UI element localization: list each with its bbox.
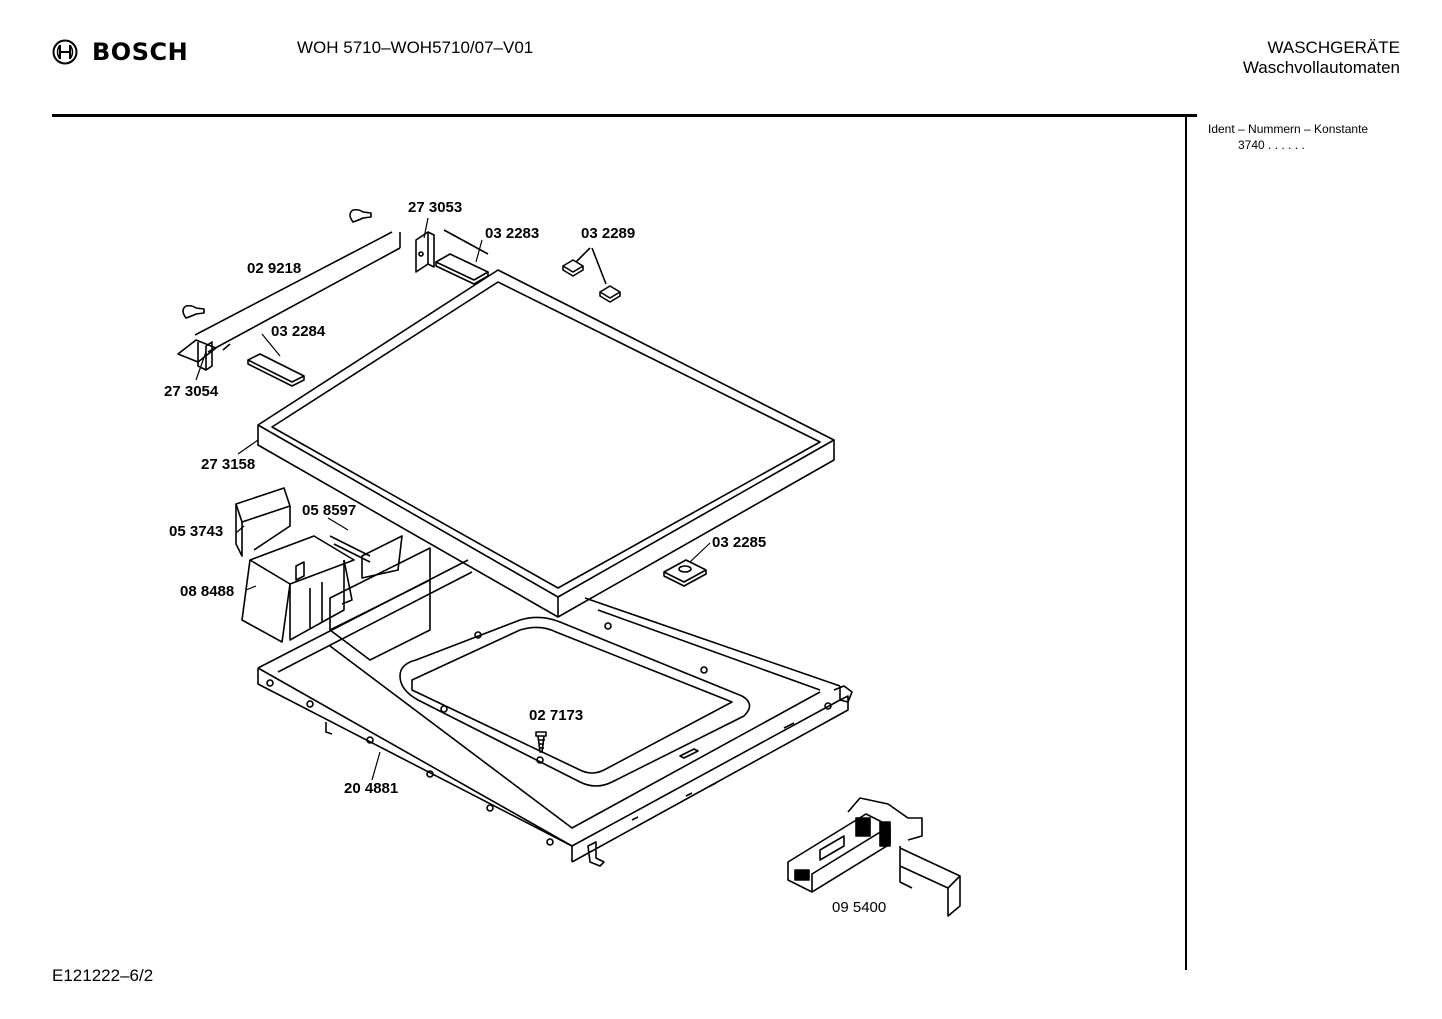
feet-caps [562, 247, 621, 303]
dispenser-cover [235, 487, 291, 557]
part-label-029218: 02 9218 [247, 260, 302, 277]
bosch-armature-icon [52, 39, 78, 65]
part-label-032285: 03 2285 [712, 534, 767, 551]
screw-left [182, 304, 205, 319]
part-label-273053: 27 3053 [408, 199, 463, 216]
category-title: WASCHGERÄTE [1267, 38, 1400, 57]
frame-screw [535, 731, 547, 753]
sidebar-divider [1185, 114, 1187, 970]
part-label-204881: 20 4881 [344, 780, 399, 797]
subcategory-title: Waschvollautomaten [1242, 58, 1400, 77]
part-label-088488: 08 8488 [180, 583, 235, 600]
screw-top [349, 208, 372, 223]
leader-lines [195, 217, 711, 781]
dispenser-lid [329, 535, 403, 579]
part-label-032289: 03 2289 [581, 225, 636, 242]
part-label-095400: 09 5400 [832, 899, 887, 916]
hinge-left [177, 339, 217, 371]
ident-value: 3740 . . . . . . [1238, 138, 1305, 152]
brand-name: BOSCH [92, 38, 189, 66]
hinge-rod [194, 231, 401, 353]
part-label-027173: 02 7173 [529, 707, 584, 724]
base-frame [257, 547, 853, 867]
hinge-plate-left [247, 353, 305, 387]
hinge-plate-right [663, 559, 707, 587]
part-label-058597: 05 8597 [302, 502, 357, 519]
bosch-logo: BOSCH [52, 38, 188, 66]
hinge-top [415, 231, 435, 273]
hinge-plate-top [435, 229, 489, 285]
worktop-panel [257, 269, 835, 618]
part-label-053743: 05 3743 [169, 523, 224, 540]
header-divider [52, 114, 1197, 117]
ident-heading: Ident – Nummern – Konstante [1208, 122, 1369, 136]
model-title: WOH 5710–WOH5710/07–V01 [297, 38, 534, 57]
part-label-032283: 03 2283 [485, 225, 540, 242]
door-lock [787, 797, 961, 917]
part-label-032284: 03 2284 [271, 323, 326, 340]
part-label-273054: 27 3054 [164, 383, 219, 400]
document-code: E121222–6/2 [52, 966, 154, 985]
part-label-273158: 27 3158 [201, 456, 256, 473]
